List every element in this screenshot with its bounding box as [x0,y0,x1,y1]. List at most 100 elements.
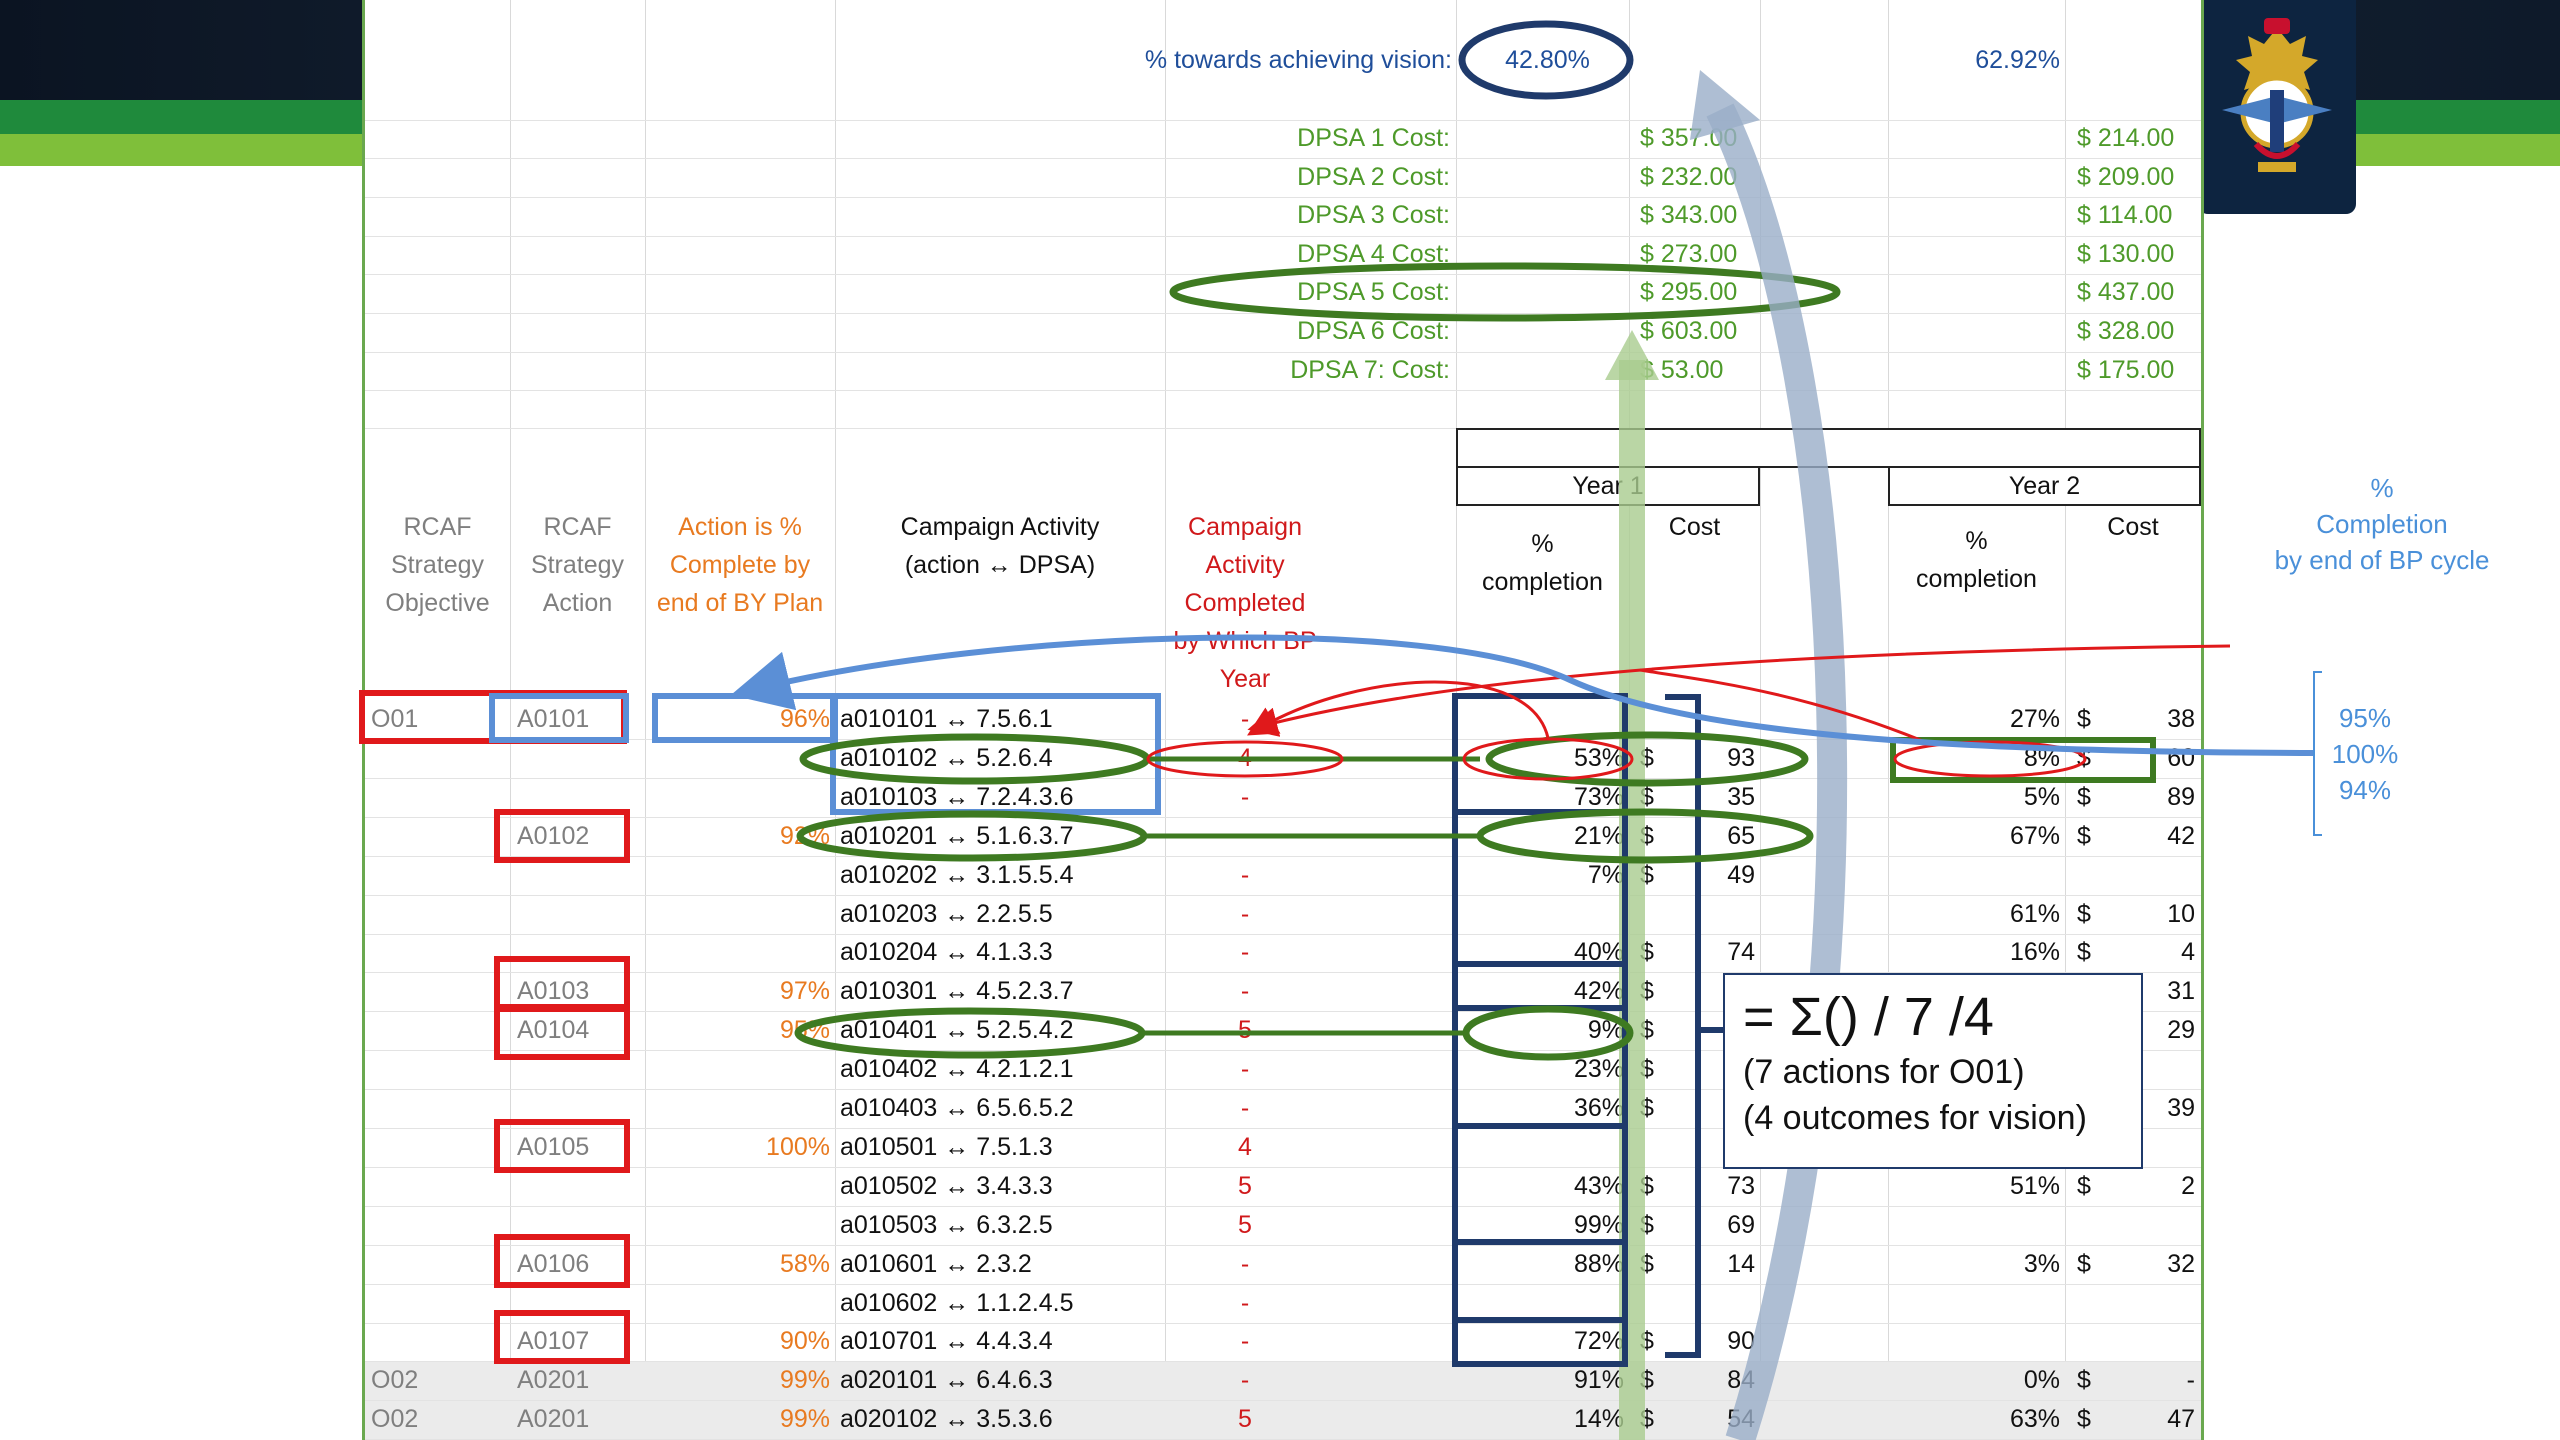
bp-year-cell: - [1240,861,1250,889]
objective-cell: O01 [371,705,419,733]
y2-completion-cell: 8% [2023,744,2060,772]
campaign-activity-cell: a010502 ↔ 3.4.3.3 [840,1172,1053,1200]
y2-cost-cell: 4 [2181,938,2195,966]
campaign-activity-cell: a010501 ↔ 7.5.1.3 [840,1133,1053,1161]
y2-completion-cell: 51% [2009,1172,2060,1200]
dpsa-cost-label: DPSA 4 Cost: [1297,240,1450,268]
bp-year-cell: 4 [1238,1133,1252,1161]
dpsa-cost-year2: $ 130.00 [2077,240,2175,268]
bp-year-cell: - [1240,1366,1250,1394]
dpsa-cost-year1: $ 603.00 [1640,317,1738,345]
objective-cell: O02 [371,1405,419,1433]
dpsa-cost-year1: $ 53.00 [1640,356,1724,384]
y1-cost-cell: 14 [1727,1250,1755,1278]
campaign-activity-cell: a010602 ↔ 1.1.2.4.5 [840,1289,1074,1317]
bp-year-cell: - [1240,1250,1250,1278]
col-header-y2-cost: Cost [2107,513,2159,541]
y2-cost-cell: 32 [2167,1250,2195,1278]
y1-completion-cell: 36% [1573,1094,1624,1122]
objective-cell: O02 [371,1366,419,1394]
dpsa-cost-year2: $ 114.00 [2077,201,2173,229]
y2-dollar-cell: $ [2077,900,2091,928]
y2-dollar-cell: $ [2077,938,2091,966]
dpsa-cost-year1: $ 357.00 [1640,124,1738,152]
crest-emblem [2198,0,2356,214]
formula-main: = Σ() / 7 /4 [1743,987,1994,1047]
dpsa-cost-label: DPSA 2 Cost: [1297,163,1450,191]
y2-dollar-cell: $ [2077,705,2091,733]
campaign-activity-cell: a010102 ↔ 5.2.6.4 [840,744,1053,772]
y1-dollar-cell: $ [1640,1094,1654,1122]
y2-completion-cell: 0% [2023,1366,2060,1394]
year2-header: Year 2 [1888,466,2201,506]
action-cell: A0101 [517,705,590,733]
vision-value-year2: 62.92% [1975,46,2060,74]
campaign-activity-cell: a010701 ↔ 4.4.3.4 [840,1327,1053,1355]
action-cell: A0106 [517,1250,590,1278]
campaign-activity-cell: a010401 ↔ 5.2.5.4.2 [840,1016,1074,1044]
bp-year-cell: - [1240,783,1250,811]
y1-cost-cell: 65 [1727,822,1755,850]
y2-cost-cell: 42 [2167,822,2195,850]
campaign-activity-cell: a010103 ↔ 7.2.4.3.6 [840,783,1074,811]
action-cell: A0105 [517,1133,590,1161]
bp-year-cell: - [1240,1327,1250,1355]
y1-dollar-cell: $ [1640,1016,1654,1044]
y2-dollar-cell: $ [2077,1366,2091,1394]
objective-o02-rows [365,1362,2201,1440]
dpsa-cost-year2: $ 214.00 [2077,124,2175,152]
bp-year-cell: - [1240,1094,1250,1122]
y2-completion-cell: 67% [2009,822,2060,850]
dpsa-cost-year2: $ 175.00 [2077,356,2175,384]
y2-dollar-cell: $ [2077,744,2091,772]
col-header-y1-completion: %completion [1482,530,1603,596]
action-pct-cell: 99% [779,1405,830,1433]
y1-completion-cell: 42% [1573,977,1624,1005]
campaign-activity-cell: a010503 ↔ 6.3.2.5 [840,1211,1053,1239]
bp-year-cell: - [1240,822,1250,850]
campaign-activity-cell: a010403 ↔ 6.5.6.5.2 [840,1094,1074,1122]
y1-completion-cell: 23% [1573,1055,1624,1083]
campaign-activity-cell: a010101 ↔ 7.5.6.1 [840,705,1053,733]
action-cell: A0107 [517,1327,590,1355]
y1-cost-cell: 74 [1727,938,1755,966]
action-pct-cell: 96% [779,705,830,733]
y2-dollar-cell: $ [2077,822,2091,850]
y2-cost-cell: 29 [2167,1016,2195,1044]
y2-cost-cell: 89 [2167,783,2195,811]
year-group-header [1456,428,2201,468]
campaign-activity-cell: a010301 ↔ 4.5.2.3.7 [840,977,1074,1005]
y1-completion-cell: 91% [1573,1366,1624,1394]
y2-cost-cell: 38 [2167,705,2195,733]
year1-header: Year 1 [1456,466,1760,506]
bp-year-cell: - [1240,705,1250,733]
bp-cycle-value: 94% [2338,775,2392,805]
bp-year-cell: - [1240,938,1250,966]
y2-dollar-cell: $ [2077,1405,2091,1433]
bp-cycle-values: 95% 100% 94% [2320,700,2410,808]
dpsa-cost-year1: $ 295.00 [1640,278,1738,306]
y2-cost-cell: - [2186,1366,2195,1394]
bp-year-cell: - [1240,977,1250,1005]
y2-cost-cell: 2 [2181,1172,2195,1200]
y1-completion-cell: 21% [1573,822,1624,850]
y2-completion-cell: 5% [2023,783,2060,811]
bp-year-cell: 5 [1238,1016,1252,1044]
y1-cost-cell: 54 [1727,1405,1755,1433]
action-pct-cell: 90% [779,1327,830,1355]
dpsa-cost-year1: $ 232.00 [1640,163,1738,191]
action-pct-cell: 58% [779,1250,830,1278]
bp-year-cell: 5 [1238,1172,1252,1200]
action-cell: A0201 [517,1366,590,1394]
y2-cost-cell: 10 [2167,900,2195,928]
y2-cost-cell: 60 [2167,744,2195,772]
vision-label: % towards achieving vision: [1144,46,1452,74]
y1-cost-cell: 49 [1727,861,1755,889]
formula-line2: (4 outcomes for vision) [1743,1099,2087,1137]
y2-cost-cell: 31 [2167,977,2195,1005]
action-pct-cell: 99% [779,1366,830,1394]
